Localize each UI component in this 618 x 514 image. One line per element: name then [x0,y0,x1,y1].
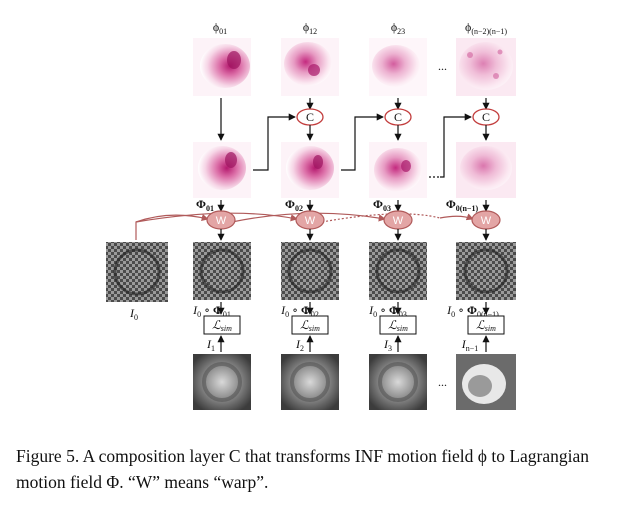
warp-layer: W W W W [135,210,501,241]
svg-text:W: W [393,215,404,227]
svg-text:C: C [306,110,314,124]
svg-text:I0 ∘ Φ03: I0 ∘ Φ03 [368,303,407,319]
Phi-heatmap-03 [369,142,427,198]
Phi-row: Φ01 Φ02 Φ03 Φ0(n−1) [193,142,516,213]
target-label-1: I1 [206,337,215,353]
svg-text:Φ01: Φ01 [196,197,214,213]
svg-text:W: W [305,215,316,227]
svg-text:C: C [482,110,490,124]
source-image-I0 [106,242,168,302]
Phi-label-02: Φ02 [285,197,303,213]
phi-label-23: ϕ23 [391,20,405,36]
target-label-3: I3 [383,337,392,353]
svg-text:ϕ(n−2)(n−1): ϕ(n−2)(n−1) [465,20,507,36]
svg-text:Φ0(n−1): Φ0(n−1) [446,197,479,213]
svg-text:ϕ12: ϕ12 [303,20,317,36]
svg-text:Φ02: Φ02 [285,197,303,213]
phi-ellipsis: ... [438,59,447,73]
svg-text:I0: I0 [129,306,138,322]
target-image-1 [193,354,251,410]
Phi-heatmap-02 [281,142,339,198]
compose-node-n: C [472,108,500,126]
compose-label-3: I0 ∘ Φ03 [368,303,407,319]
svg-text:I0 ∘ Φ02: I0 ∘ Φ02 [280,303,319,319]
svg-text:W: W [481,215,492,227]
composition-layer: C C C [217,98,500,178]
compose-label-2: I0 ∘ Φ02 [280,303,319,319]
loss-box-n: ℒsim [467,315,505,335]
svg-text:I3: I3 [383,337,392,353]
svg-text:ℒsim: ℒsim [476,318,496,333]
warp-node-3: W [383,210,413,230]
target-image-2 [281,354,339,410]
Phi-heatmap-01 [193,142,251,198]
Phi-label-03: Φ03 [373,197,391,213]
figure-diagram: ϕ01 ϕ12 ϕ23 ϕ(n−2)(n−1) ... [106,20,516,410]
svg-text:Φ03: Φ03 [373,197,391,213]
I0-label: I0 [129,306,138,322]
Phi-heatmap-n [456,142,516,198]
phi-heatmap-12 [281,38,339,96]
target-ellipsis: ... [438,375,447,389]
phi-label-12: ϕ12 [303,20,317,36]
warp-node-2: W [295,210,325,230]
svg-text:C: C [394,110,402,124]
loss-box-2: ℒsim [291,315,329,335]
svg-text:W: W [216,215,227,227]
phi-heatmap-23 [369,38,427,96]
warp-node-1: W [206,210,236,230]
figure-caption: Figure 5. A composition layer C that tra… [16,446,590,492]
target-image-n [456,354,516,410]
warped-image-n [456,242,516,300]
phi-heatmap-01 [193,38,251,96]
target-label-2: I2 [295,337,304,353]
compose-node-2: C [384,108,412,126]
phi-label-01: ϕ01 [213,20,227,36]
loss-box-3: ℒsim [379,315,417,335]
phi-label-n: ϕ(n−2)(n−1) [465,20,507,36]
phi-heatmap-n [456,38,516,96]
loss-box-1: ℒsim [203,315,241,335]
svg-text:ℒsim: ℒsim [388,318,408,333]
target-label-n: In−1 [461,337,479,353]
compose-node-1: C [296,108,324,126]
svg-text:ϕ01: ϕ01 [213,20,227,36]
svg-text:I1: I1 [206,337,215,353]
svg-text:In−1: In−1 [461,337,479,353]
Phi-label-n: Φ0(n−1) [446,197,479,213]
svg-text:ϕ23: ϕ23 [391,20,405,36]
warp-node-n: W [471,210,501,230]
target-image-3 [369,354,427,410]
svg-text:ℒsim: ℒsim [300,318,320,333]
warped-image-3 [369,242,427,300]
svg-text:I2: I2 [295,337,304,353]
warped-image-2 [281,242,339,300]
target-image-row: ... [193,354,516,410]
warped-image-1 [193,242,251,300]
warped-image-row: I0 I0 ∘ Φ01 I0 ∘ Φ02 I0 ∘ Φ03 I0 ∘ Φ0(n−… [106,242,516,322]
svg-text:ℒsim: ℒsim [212,318,232,333]
loss-row: ℒsim ℒsim ℒsim ℒsim I1 I2 I3 In−1 [203,315,505,353]
phi-row: ϕ01 ϕ12 ϕ23 ϕ(n−2)(n−1) ... [193,20,516,96]
Phi-label-01: Φ01 [196,197,214,213]
